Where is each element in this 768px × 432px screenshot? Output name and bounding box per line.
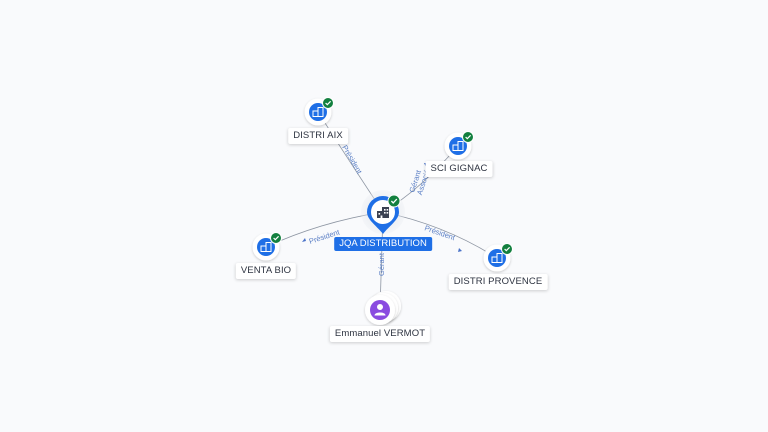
company-label-distri-provence[interactable]: DISTRI PROVENCE — [448, 274, 548, 290]
verified-check-icon — [462, 131, 474, 143]
person-label[interactable]: Emmanuel VERMOT — [329, 326, 431, 342]
center-node[interactable] — [361, 190, 405, 234]
person-node[interactable] — [365, 291, 401, 325]
arrow-icon — [458, 248, 462, 252]
company-node-venta-bio[interactable] — [252, 232, 282, 261]
edge-label-person: Gérant — [377, 252, 386, 276]
company-node-distri-aix[interactable] — [304, 97, 334, 126]
building-icon — [312, 107, 324, 117]
building-icon — [452, 141, 464, 151]
edge-label-distri-aix: Président — [340, 144, 364, 177]
verified-check-icon — [322, 97, 334, 109]
company-label-sci-gignac[interactable]: SCI GIGNAC — [425, 161, 493, 177]
arrow-icon — [302, 238, 306, 242]
verified-check-icon — [501, 243, 513, 255]
company-label-distri-aix[interactable]: DISTRI AIX — [288, 128, 348, 144]
verified-check-icon — [387, 194, 401, 208]
verified-check-icon — [270, 232, 282, 244]
company-label-venta-bio[interactable]: VENTA BIO — [235, 263, 297, 279]
building-icon — [491, 253, 503, 263]
center-node-label[interactable]: JQA DISTRIBUTION — [334, 237, 432, 251]
building-icon — [377, 207, 389, 218]
company-node-distri-provence[interactable] — [483, 243, 513, 272]
company-node-sci-gignac[interactable] — [444, 131, 474, 160]
building-icon — [260, 242, 272, 252]
person-icon — [374, 304, 386, 316]
